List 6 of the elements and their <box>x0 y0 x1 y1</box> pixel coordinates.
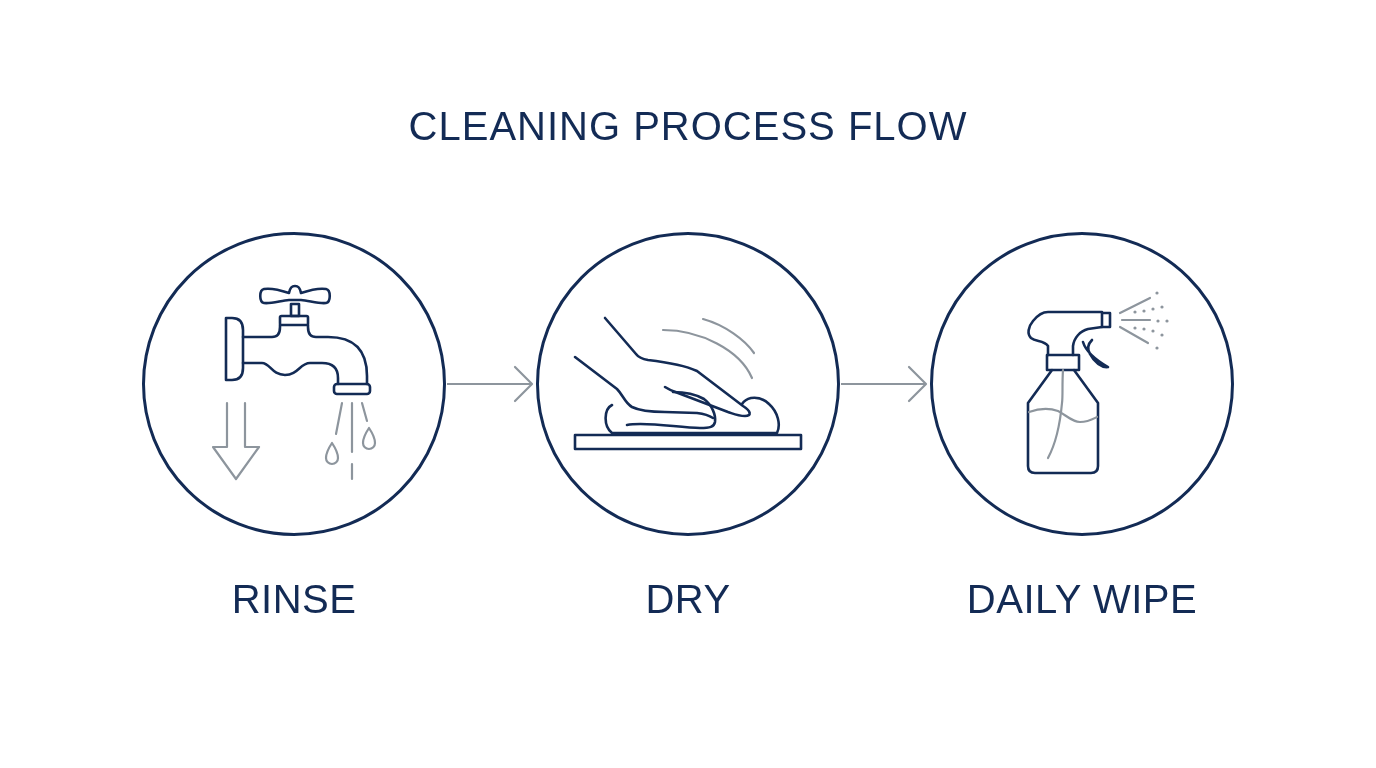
title: CLEANING PROCESS FLOW <box>408 103 968 150</box>
arrow <box>446 365 534 403</box>
step-label: RINSE <box>231 576 357 623</box>
step-label: DAILY WIPE <box>966 576 1198 623</box>
arrow <box>840 365 928 403</box>
step-label: DRY <box>645 576 731 623</box>
